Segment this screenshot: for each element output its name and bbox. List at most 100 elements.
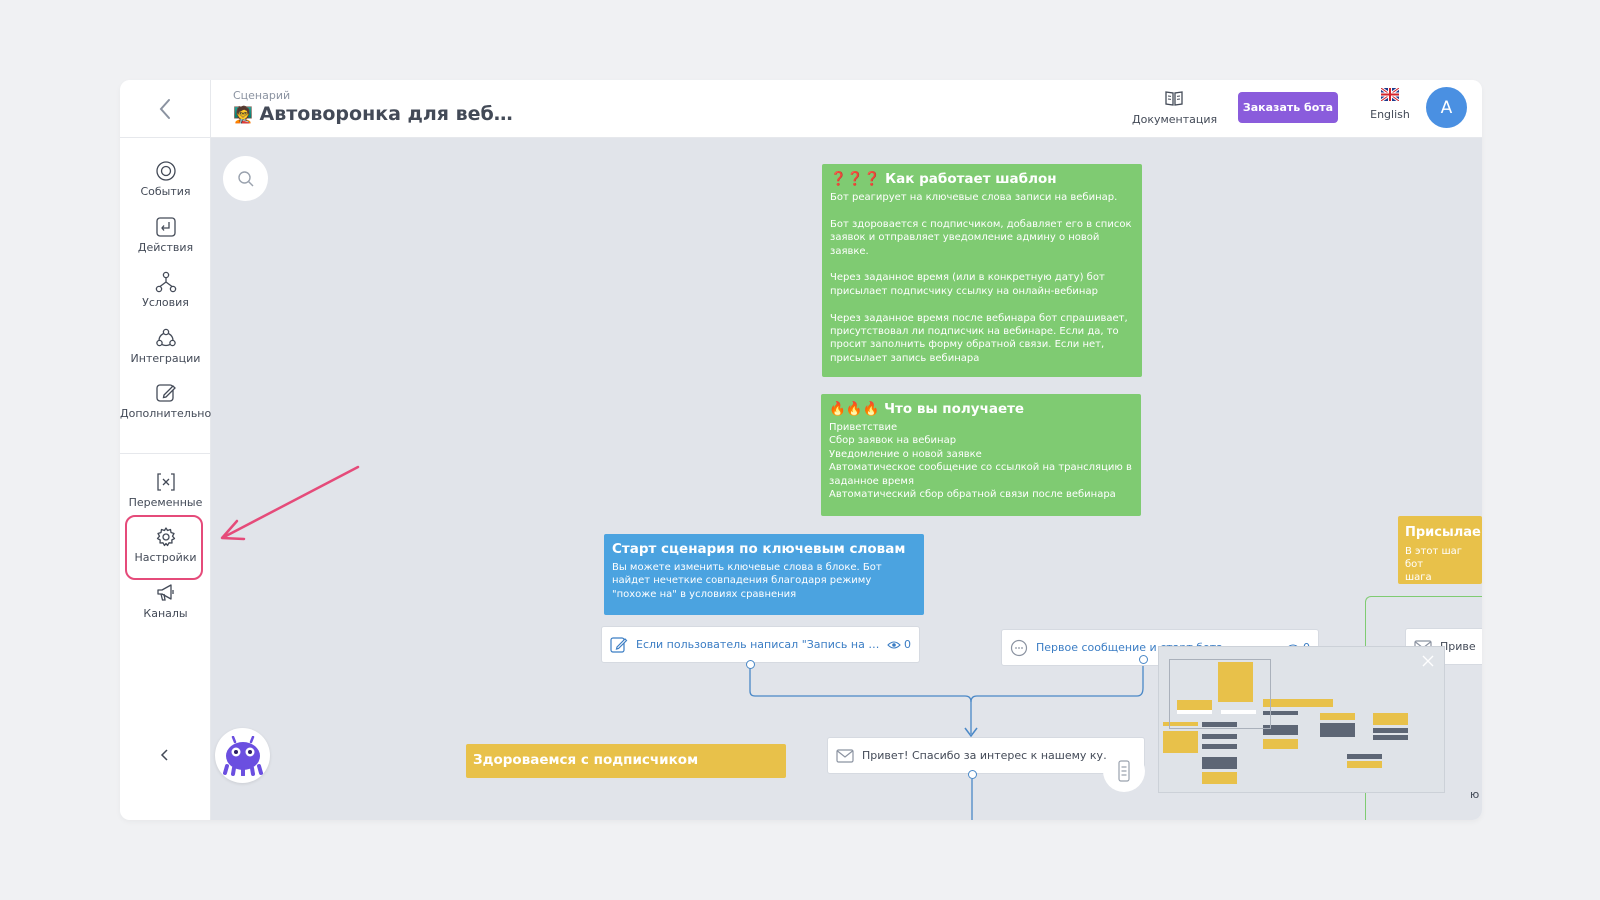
title-emoji: 🧑‍🏫 <box>233 105 253 124</box>
chevron-left-icon <box>159 99 170 119</box>
message-node[interactable]: Привет! Спасибо за интерес к нашему курс… <box>827 737 1145 774</box>
gear-icon <box>156 527 175 547</box>
sidebar-item-label: Действия <box>137 241 194 254</box>
minimap-block <box>1263 725 1298 735</box>
book-icon <box>1165 91 1183 106</box>
note-body: Бот реагирует на ключевые слова записи н… <box>830 192 1132 364</box>
note-title: ❓❓❓ Как работает шаблон <box>830 171 1057 187</box>
megaphone-icon <box>156 584 174 601</box>
minimap-block <box>1373 713 1408 725</box>
back-button[interactable] <box>120 80 211 138</box>
sidebar-item-label: Каналы <box>143 607 188 620</box>
views-counter: 0 <box>887 638 911 651</box>
top-bar: Сценарий 🧑‍🏫 Автоворонка для веб… Докуме… <box>120 80 1482 138</box>
documentation-link[interactable]: Документация <box>1132 88 1218 126</box>
sidebar-item-label: События <box>140 185 191 198</box>
minimap-block <box>1263 739 1298 749</box>
note-body-line: шага "заплани <box>1405 572 1432 583</box>
minimap-block <box>1218 662 1253 702</box>
minimap-block <box>1347 754 1382 759</box>
breadcrumb: Сценарий <box>233 89 291 102</box>
sidebar-item-settings[interactable]: Настройки <box>120 526 211 578</box>
title-text[interactable]: Автоворонка для веб… <box>259 103 513 125</box>
minimap-block <box>1202 772 1237 784</box>
note-how-it-works[interactable]: ❓❓❓ Как работает шаблон Бот реагирует на… <box>822 164 1142 377</box>
condition-node[interactable]: Если пользователь написал "Запись на веб… <box>601 626 920 663</box>
note-sends[interactable]: Присылае В этот шаг бот шага "заплани <box>1398 516 1482 584</box>
drag-handle-button[interactable] <box>1103 750 1145 792</box>
minimap[interactable] <box>1158 646 1445 793</box>
sidebar-item-channels[interactable]: Каналы <box>120 582 211 634</box>
bot-mascot-icon <box>222 735 263 776</box>
drag-handle-icon <box>1118 760 1130 782</box>
edit-icon <box>155 384 176 402</box>
sidebar-item-integrations[interactable]: Интеграции <box>120 327 211 379</box>
collapse-sidebar-button[interactable] <box>153 743 177 767</box>
minimap-block <box>1163 731 1198 753</box>
branch-icon <box>155 271 176 293</box>
sidebar-item-events[interactable]: События <box>120 160 211 212</box>
note-title: 🔥🔥🔥 Что вы получаете <box>829 401 1025 417</box>
sidebar-item-variables[interactable]: Переменные <box>120 471 211 523</box>
minimap-block <box>1263 699 1298 707</box>
flow-canvas[interactable]: ❓❓❓ Как работает шаблон Бот реагирует на… <box>211 138 1482 820</box>
language-switcher[interactable]: English <box>1358 88 1422 121</box>
minimap-block <box>1320 713 1355 720</box>
output-port[interactable] <box>746 660 755 669</box>
chat-bubble-icon <box>1010 639 1028 656</box>
close-icon <box>1422 655 1434 667</box>
page-title: 🧑‍🏫 Автоворонка для веб… <box>233 103 513 125</box>
integrations-icon <box>155 328 176 347</box>
documentation-label: Документация <box>1132 113 1218 126</box>
note-greet-subscriber[interactable]: Здороваемся с подписчиком <box>466 744 786 778</box>
note-title: Присылае <box>1405 525 1481 540</box>
settings-highlight <box>125 515 203 580</box>
canvas-search-button[interactable] <box>223 156 268 201</box>
app-window: Сценарий 🧑‍🏫 Автоворонка для веб… Докуме… <box>120 80 1482 820</box>
node-label: Если пользователь написал "Запись на веб… <box>636 638 881 651</box>
note-what-you-get[interactable]: 🔥🔥🔥 Что вы получаете Приветствие Сбор за… <box>821 394 1141 516</box>
views-count: 0 <box>904 638 911 651</box>
sidebar-divider <box>120 453 211 454</box>
note-start-keywords[interactable]: Старт сценария по ключевым словам Вы мож… <box>604 534 924 615</box>
sidebar-item-label: Дополнительно <box>120 407 212 420</box>
minimap-block <box>1263 711 1298 715</box>
minimap-block <box>1202 757 1237 769</box>
minimap-viewport[interactable] <box>1169 659 1271 729</box>
language-label: English <box>1370 108 1410 121</box>
sidebar: События Действия Условия Интеграции Допо… <box>120 138 211 820</box>
sidebar-item-conditions[interactable]: Условия <box>120 271 211 323</box>
sidebar-item-additional[interactable]: Дополнительно <box>120 382 211 434</box>
envelope-icon <box>836 748 854 763</box>
avatar[interactable]: A <box>1426 87 1467 128</box>
output-port[interactable] <box>1139 655 1148 664</box>
minimap-block <box>1177 700 1212 710</box>
minimap-block <box>1373 728 1408 733</box>
search-icon <box>237 170 253 186</box>
output-port[interactable] <box>968 770 977 779</box>
node-label: Приве <box>1440 640 1476 653</box>
minimap-block <box>1373 735 1408 740</box>
action-icon <box>155 217 176 237</box>
note-title: Здороваемся с подписчиком <box>473 752 699 768</box>
minimap-block <box>1202 734 1237 739</box>
minimap-close-button[interactable] <box>1420 653 1436 669</box>
minimap-block <box>1202 722 1237 727</box>
sidebar-item-label: Интеграции <box>130 352 201 365</box>
uk-flag-icon <box>1381 88 1399 101</box>
sidebar-item-label: Переменные <box>128 496 203 509</box>
variable-icon <box>156 473 175 491</box>
note-body: Вы можете изменить ключевые слова в блок… <box>612 562 882 600</box>
sidebar-item-label: Условия <box>142 296 189 309</box>
sidebar-item-label: Настройки <box>134 551 197 564</box>
target-icon <box>155 161 176 181</box>
sidebar-item-actions[interactable]: Действия <box>120 216 211 268</box>
chevron-left-icon <box>160 749 168 761</box>
eye-icon <box>887 640 901 649</box>
assistant-bot-button[interactable] <box>215 728 270 783</box>
minimap-block <box>1298 699 1333 707</box>
minimap-block <box>1202 744 1237 749</box>
edge-text: ю <box>1470 788 1480 801</box>
note-body-line: В этот шаг бот <box>1405 546 1463 570</box>
order-bot-button[interactable]: Заказать бота <box>1238 92 1338 123</box>
